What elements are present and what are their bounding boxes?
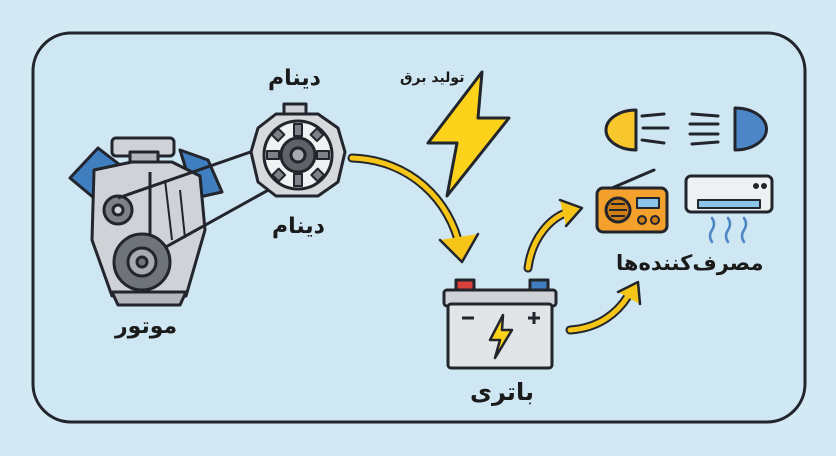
- generation-label: تولید برق: [400, 70, 465, 86]
- arrow-alternator-to-battery: [347, 153, 480, 264]
- arrow-battery-to-consumers: [565, 280, 642, 335]
- consumers-label: مصرف‌کننده‌ها: [616, 251, 764, 275]
- arrow-battery-to-radio: [523, 198, 584, 273]
- lightning-bolt-icon: [426, 70, 511, 198]
- headlight-blue-icon: [688, 106, 768, 152]
- battery-label: باتری: [470, 378, 534, 406]
- alternator-top-label: دینام: [268, 66, 321, 91]
- flow-arrows: [347, 153, 642, 335]
- battery-icon: [442, 278, 558, 370]
- alternator-bottom-label: دینام: [272, 214, 325, 239]
- headlight-yellow-icon: [604, 108, 670, 152]
- radio-icon: [595, 168, 669, 234]
- air-conditioner-icon: [684, 174, 774, 244]
- alternator-icon: [249, 102, 347, 198]
- engine-label: موتور: [115, 314, 178, 339]
- engine-icon: [68, 136, 291, 307]
